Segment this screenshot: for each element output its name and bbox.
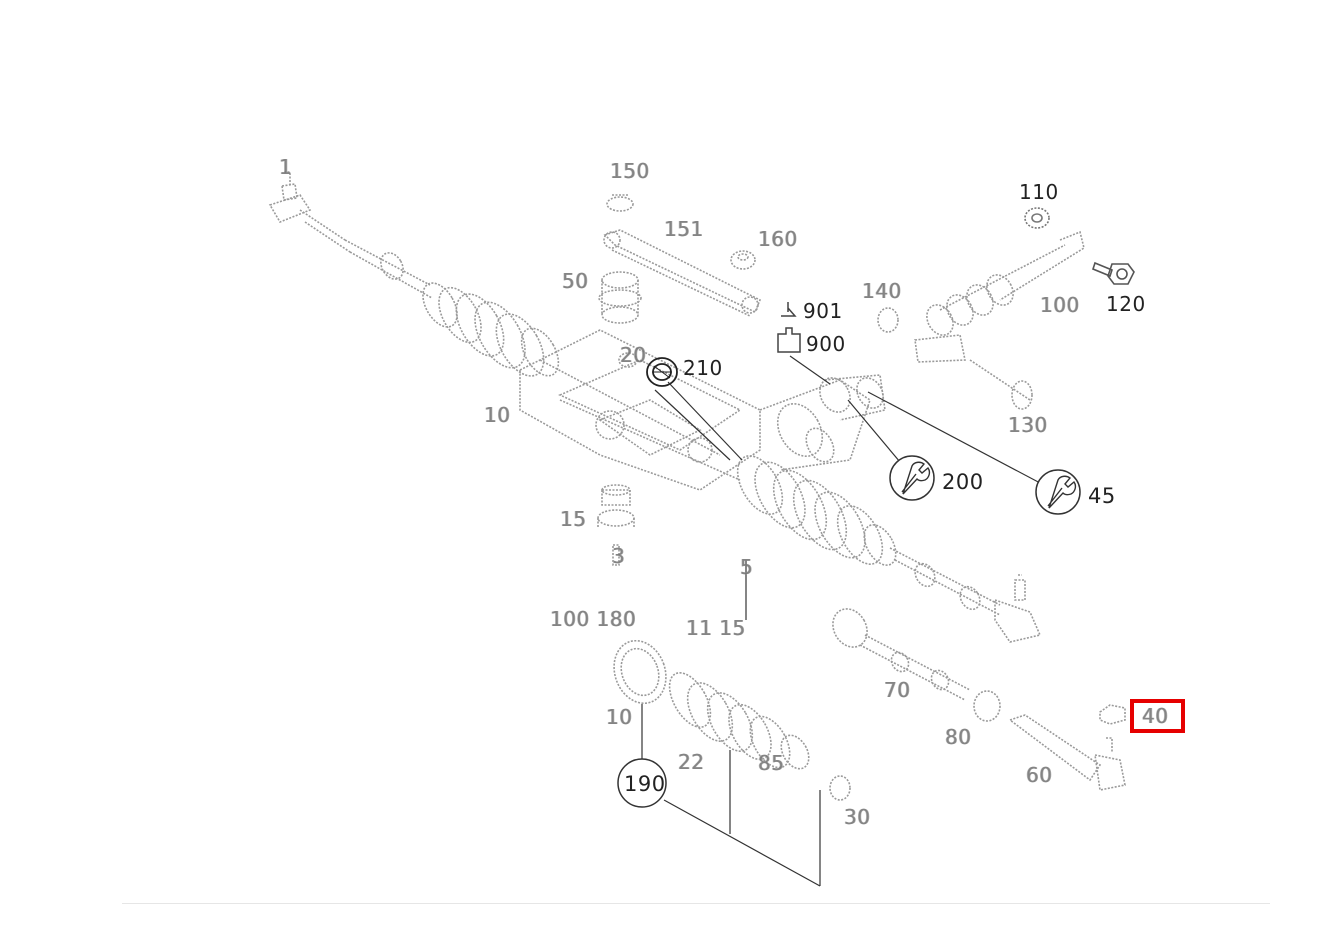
right-bellows-boot: [736, 455, 897, 566]
mount-15: [597, 484, 635, 528]
leader-lines: [641, 355, 1043, 887]
left-tie-rod: [344, 239, 433, 299]
callout-1[interactable]: 1: [279, 155, 293, 179]
pressure-line-130: [914, 230, 1085, 410]
kit-circle-190: [617, 758, 667, 808]
callout-60[interactable]: 60: [1026, 763, 1053, 787]
callout-70[interactable]: 70: [884, 678, 911, 702]
callout-10[interactable]: 10: [484, 403, 511, 427]
clamp-ring-10: [613, 639, 667, 705]
nut-80: [973, 690, 1001, 722]
return-hose-151: [603, 229, 762, 317]
callout-120[interactable]: 120: [1106, 292, 1146, 316]
left-bellows-boot: [422, 282, 560, 377]
bolt-120: [1092, 261, 1135, 285]
bushing-50: [598, 271, 642, 324]
callout-210[interactable]: 210: [683, 356, 723, 380]
callout-190[interactable]: 190: [624, 772, 666, 796]
seal-140: [877, 307, 899, 333]
callout-150[interactable]: 150: [610, 159, 650, 183]
left-tie-rod-end: [268, 171, 351, 253]
selection-highlight-box: [1130, 699, 1185, 733]
callout-160[interactable]: 160: [758, 227, 798, 251]
small-clamp-30: [829, 775, 851, 801]
right-tie-rod: [889, 547, 1001, 616]
callout-30[interactable]: 30: [844, 805, 871, 829]
callout-15[interactable]: 15: [560, 507, 587, 531]
callout-11-15[interactable]: 11 15: [686, 616, 746, 640]
callout-50[interactable]: 50: [562, 269, 589, 293]
callout-900[interactable]: 900: [806, 332, 846, 356]
grease-symbol-901: [781, 302, 797, 317]
callout-20[interactable]: 20: [620, 343, 647, 367]
callout-901[interactable]: 901: [803, 299, 843, 323]
callout-130[interactable]: 130: [1008, 413, 1048, 437]
boot-20: [668, 672, 810, 770]
inner-tie-rod-70: [832, 608, 971, 701]
callout-40-highlighted[interactable]: 40: [1142, 704, 1169, 728]
callout-100-180[interactable]: 100 180: [550, 607, 637, 631]
callout-22[interactable]: 22: [678, 750, 705, 774]
footer-divider: [122, 903, 1270, 904]
sealant-symbol-900: [777, 327, 801, 353]
nut-160: [730, 250, 756, 270]
callout-5[interactable]: 5: [740, 555, 754, 579]
clamp-150: [606, 194, 634, 212]
nut-40: [1099, 704, 1126, 725]
callout-85[interactable]: 85: [758, 751, 785, 775]
ring-20: [618, 352, 638, 368]
wrench-symbol-200: [889, 455, 935, 501]
right-tie-rod-end: [994, 574, 1042, 643]
callout-3[interactable]: 3: [612, 544, 626, 568]
callout-45[interactable]: 45: [1088, 484, 1116, 508]
pinion-valve: [819, 374, 886, 421]
callout-151[interactable]: 151: [664, 217, 704, 241]
wrench-symbol-45: [1035, 469, 1081, 515]
bolt-5: [612, 544, 620, 566]
callout-100[interactable]: 100: [1040, 293, 1080, 317]
tie-rod-end-60: [1008, 714, 1126, 791]
callout-10-lower[interactable]: 10: [606, 705, 633, 729]
callout-110[interactable]: 110: [1019, 180, 1059, 204]
callout-200[interactable]: 200: [942, 470, 984, 494]
washer-110: [1024, 207, 1050, 229]
callout-80[interactable]: 80: [945, 725, 972, 749]
cap-210: [646, 357, 678, 387]
steering-gear-housing: [519, 329, 871, 491]
callout-140[interactable]: 140: [862, 279, 902, 303]
